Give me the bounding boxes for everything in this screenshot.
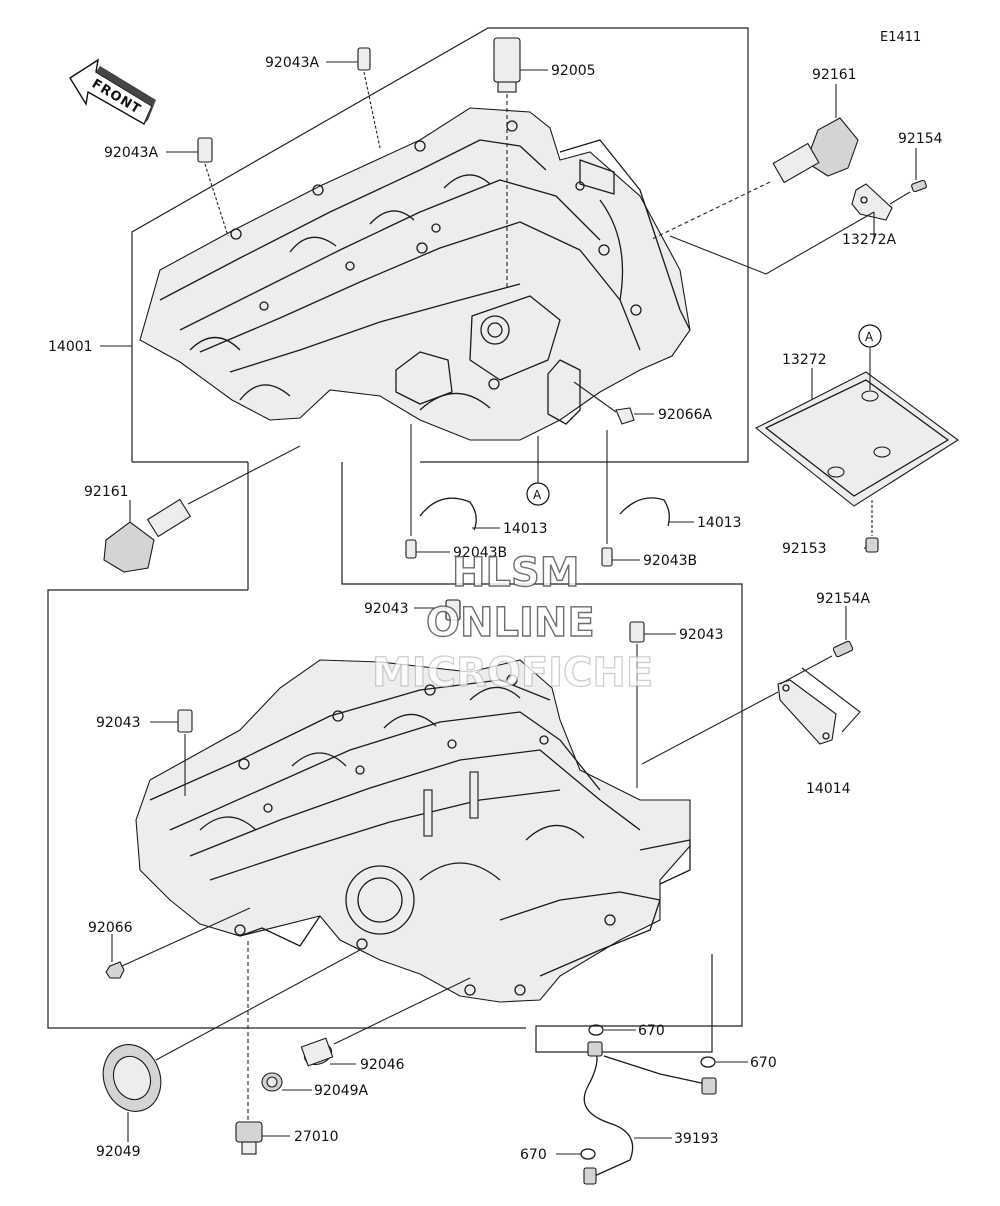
label-92049A: 92049A xyxy=(314,1083,369,1099)
oil-seal-92049 xyxy=(102,949,361,1112)
oil-pipe-39193 xyxy=(583,1041,717,1185)
label-670-top: 670 xyxy=(638,1023,665,1039)
label-670-bottom: 670 xyxy=(520,1147,547,1163)
label-14013-left: 14013 xyxy=(503,521,548,537)
label-92049: 92049 xyxy=(96,1144,141,1160)
label-14001: 14001 xyxy=(48,339,93,355)
plug-92161-top xyxy=(649,117,859,241)
svg-text:A: A xyxy=(533,488,542,502)
label-92066A: 92066A xyxy=(658,407,713,423)
watermark-line1: HLSM xyxy=(452,550,580,596)
cover-13272A xyxy=(851,183,893,221)
cover-13272 xyxy=(754,348,959,507)
watermark-line2: ONLINE xyxy=(426,600,595,646)
dowel-92043-left xyxy=(177,709,193,796)
label-92066: 92066 xyxy=(88,920,133,936)
bolt-92153 xyxy=(865,500,879,553)
dowel-92043A-top xyxy=(357,47,381,149)
switch-27010 xyxy=(235,940,263,1155)
watermark: HLSM ONLINE MICROFICHE xyxy=(371,549,653,696)
ref-marker-a-upper: A xyxy=(526,436,550,506)
label-27010: 27010 xyxy=(294,1129,339,1145)
screw-92154 xyxy=(889,179,927,205)
plug-92161-left xyxy=(103,445,301,573)
frame-lower-crankcase xyxy=(47,462,743,1053)
label-92043-right: 92043 xyxy=(679,627,724,643)
label-92154: 92154 xyxy=(898,131,943,147)
label-92043A-left: 92043A xyxy=(104,145,159,161)
label-14014: 14014 xyxy=(806,781,851,797)
nut-92066 xyxy=(105,907,251,979)
dowel-92043-center xyxy=(445,599,461,621)
dowel-92043B-left xyxy=(405,424,417,559)
label-92005: 92005 xyxy=(551,63,596,79)
lower-crankcase-body xyxy=(135,659,691,1003)
label-92154A: 92154A xyxy=(816,591,871,607)
label-14013-right: 14013 xyxy=(697,515,742,531)
bearing-14013-left xyxy=(419,497,477,531)
dowel-92043-right xyxy=(629,621,645,788)
label-92046: 92046 xyxy=(360,1057,405,1073)
upper-crankcase-body xyxy=(139,107,691,441)
diagram-id: E1411 xyxy=(880,30,921,45)
label-92161-left: 92161 xyxy=(84,484,129,500)
bearing-92046 xyxy=(300,977,471,1067)
seal-92049A xyxy=(261,1072,283,1092)
part-labels: 92043A 92043A 92005 92161 92154 13272A 1… xyxy=(48,55,943,1163)
dowel-92043B-right xyxy=(601,430,613,567)
label-92043B-right: 92043B xyxy=(643,553,697,569)
label-92153: 92153 xyxy=(782,541,827,557)
bearing-14013-right xyxy=(619,497,670,527)
leader-lines xyxy=(100,61,917,1155)
cap-92066A xyxy=(573,381,635,425)
bracket-14014 xyxy=(777,667,861,745)
label-92043-left: 92043 xyxy=(96,715,141,731)
label-13272: 13272 xyxy=(782,352,827,368)
bolt-92005 xyxy=(493,37,521,290)
ref-marker-a-cover: A xyxy=(858,324,882,348)
frame-upper-crankcase xyxy=(131,27,749,590)
svg-text:A: A xyxy=(865,330,874,344)
label-92043-center: 92043 xyxy=(364,601,409,617)
label-13272A: 13272A xyxy=(842,232,897,248)
label-92043B-left: 92043B xyxy=(453,545,507,561)
label-670-right: 670 xyxy=(750,1055,777,1071)
bolt-92154A xyxy=(779,640,854,685)
dowel-92043A-left xyxy=(197,137,229,237)
label-92043A-top: 92043A xyxy=(265,55,320,71)
label-39193: 39193 xyxy=(674,1131,719,1147)
front-arrow: FRONT xyxy=(69,58,156,125)
watermark-line3: MICROFICHE xyxy=(372,650,653,696)
label-92161-top: 92161 xyxy=(812,67,857,83)
